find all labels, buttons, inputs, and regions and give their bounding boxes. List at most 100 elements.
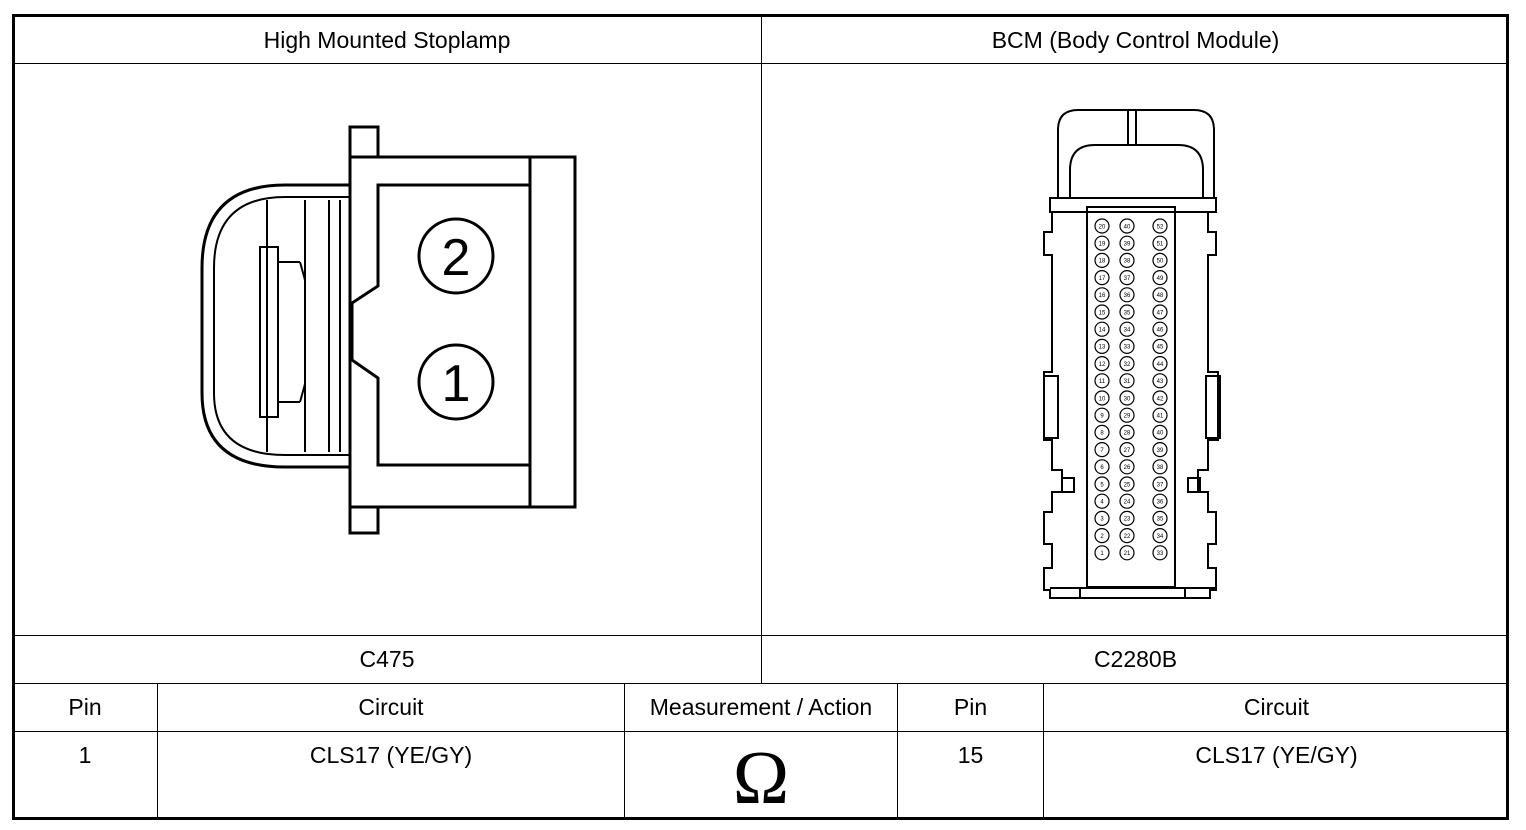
col-divider-4 <box>1043 683 1044 819</box>
bcm-connector-drawing: 2019181716151413121110987654321403938373… <box>1043 109 1221 599</box>
bcm-pin-number: 26 <box>1124 465 1131 471</box>
row-circuit-a: CLS17 (YE/GY) <box>309 742 473 768</box>
bcm-pin-number: 43 <box>1157 379 1164 385</box>
bcm-pin-cavity <box>1152 510 1168 527</box>
pin-1-label: 1 <box>442 355 471 413</box>
bcm-pin-number: 28 <box>1124 431 1131 437</box>
row-pin-b: 15 <box>957 742 984 768</box>
resistance-icon: Ω <box>732 736 790 820</box>
bcm-pin-number: 10 <box>1099 396 1106 402</box>
bcm-pin-cavity <box>1094 287 1110 303</box>
bcm-pin-number: 17 <box>1099 276 1106 282</box>
bcm-pin-number: 40 <box>1124 224 1131 230</box>
bcm-pin-number: 33 <box>1157 551 1164 557</box>
bcm-pin-cavity <box>1152 390 1168 406</box>
left-component-title: High Mounted Stoplamp <box>263 26 511 53</box>
bcm-pin-number: 46 <box>1157 328 1164 334</box>
bcm-pin-number: 50 <box>1157 259 1164 265</box>
bcm-pin-number: 49 <box>1157 276 1164 282</box>
bcm-pin-cavity <box>1094 356 1110 372</box>
bcm-pin-cavity <box>1119 459 1135 475</box>
right-connector-id: C2280B <box>1093 646 1178 672</box>
bcm-pin-number: 19 <box>1099 242 1106 248</box>
bcm-pin-cavity <box>1119 545 1135 561</box>
bcm-pin-number: 44 <box>1157 362 1164 368</box>
bcm-pin-number: 45 <box>1157 345 1164 351</box>
bcm-pin-cavity <box>1152 459 1168 475</box>
right-component-title: BCM (Body Control Module) <box>991 26 1280 53</box>
pin-2-label: 2 <box>442 229 471 287</box>
col-header-circuit-b: Circuit <box>1243 694 1310 720</box>
row-pin-a: 1 <box>78 742 92 768</box>
bcm-pin-number: 42 <box>1157 396 1164 402</box>
bcm-pin-cavity <box>1094 252 1110 268</box>
bcm-pin-cavity <box>1152 407 1168 423</box>
bcm-pin-cavity <box>1119 304 1135 320</box>
bcm-pin-cavity <box>1119 338 1135 354</box>
bcm-pin-cavity <box>1094 321 1110 337</box>
bcm-pin-number: 6 <box>1100 465 1104 471</box>
bcm-pin-number: 25 <box>1124 482 1131 488</box>
bcm-pin-number: 7 <box>1100 448 1104 454</box>
bcm-pin-cavity <box>1152 270 1168 286</box>
bcm-pin-cavity <box>1152 338 1168 354</box>
bcm-pin-number: 37 <box>1124 276 1131 282</box>
bcm-pin-cavity <box>1152 545 1168 561</box>
bcm-pin-cavity <box>1094 218 1110 234</box>
bcm-pin-cavity <box>1094 338 1110 354</box>
bcm-pin-number: 47 <box>1157 310 1164 316</box>
bcm-pin-field: 2019181716151413121110987654321403938373… <box>1094 218 1168 561</box>
col-divider-1 <box>157 683 158 819</box>
bcm-pin-cavity <box>1119 321 1135 337</box>
bcm-pin-cavity <box>1094 373 1110 389</box>
bcm-pin-number: 39 <box>1124 242 1131 248</box>
bcm-pin-cavity <box>1094 476 1110 492</box>
bcm-pin-cavity <box>1152 493 1168 509</box>
bcm-pin-cavity <box>1119 510 1135 527</box>
col-divider-2 <box>624 683 625 819</box>
left-connector-id: C475 <box>359 646 415 672</box>
bcm-pin-cavity <box>1094 459 1110 475</box>
bcm-pin-cavity <box>1119 287 1135 303</box>
bcm-pin-number: 40 <box>1157 431 1164 437</box>
bcm-pin-number: 4 <box>1100 500 1104 506</box>
bcm-pin-number: 34 <box>1157 534 1164 540</box>
bcm-pin-cavity <box>1152 424 1168 440</box>
bcm-pin-cavity <box>1119 424 1135 440</box>
bcm-pin-cavity <box>1094 390 1110 406</box>
bcm-pin-cavity <box>1119 476 1135 492</box>
bcm-pin-number: 14 <box>1099 328 1106 334</box>
bcm-pin-cavity <box>1152 218 1168 234</box>
bcm-pin-cavity <box>1094 527 1110 544</box>
bcm-pin-number: 24 <box>1124 500 1131 506</box>
bcm-pin-number: 38 <box>1124 259 1131 265</box>
component-divider <box>761 15 762 684</box>
bcm-pin-cavity <box>1119 407 1135 423</box>
bcm-pin-number: 30 <box>1124 396 1131 402</box>
bcm-pin-number: 21 <box>1124 551 1131 557</box>
bcm-pin-number: 27 <box>1124 448 1131 454</box>
bcm-pin-number: 38 <box>1157 465 1164 471</box>
bcm-pin-number: 36 <box>1157 500 1164 506</box>
bcm-pin-number: 48 <box>1157 293 1164 299</box>
bcm-pin-cavity <box>1152 252 1168 268</box>
bcm-pin-cavity <box>1094 510 1110 527</box>
bcm-pin-number: 35 <box>1157 517 1164 523</box>
bcm-pin-cavity <box>1152 321 1168 337</box>
bcm-pin-number: 34 <box>1124 328 1131 334</box>
bcm-pin-number: 13 <box>1099 345 1106 351</box>
col-header-pin-a: Pin <box>68 694 102 720</box>
bcm-pin-number: 2 <box>1100 534 1104 540</box>
bcm-pin-number: 33 <box>1124 345 1131 351</box>
bcm-pin-cavity <box>1152 356 1168 372</box>
bcm-pin-number: 23 <box>1124 517 1131 523</box>
table-header-divider <box>13 731 1509 732</box>
bcm-pin-cavity <box>1119 218 1135 234</box>
bcm-pin-number: 32 <box>1124 362 1131 368</box>
bcm-pin-number: 31 <box>1124 379 1131 385</box>
col-header-circuit-a: Circuit <box>358 694 424 720</box>
col-header-measurement: Measurement / Action <box>649 694 873 720</box>
bcm-pin-number: 52 <box>1157 224 1164 230</box>
bcm-pin-cavity <box>1094 424 1110 440</box>
bcm-pin-number: 3 <box>1100 517 1104 523</box>
